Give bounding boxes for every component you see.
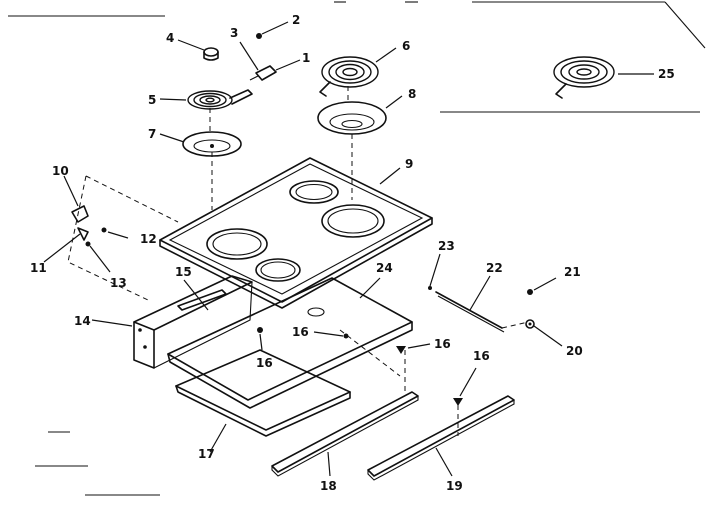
callout-17: 17 [198,447,215,461]
strip-part-15 [177,279,227,311]
bottom-panel-part-17 [175,349,351,453]
callout-12: 12 [140,232,157,246]
screw-part-23 [429,253,441,287]
callout-14: 14 [74,314,91,328]
callout-13: 13 [110,276,127,290]
callout-16-right: 16 [434,337,451,351]
screw-part-16-middle [313,331,349,339]
dash-hinge-to-screw20 [501,321,529,329]
large-surface-element-part-6 [319,47,397,97]
callout-16-left: 16 [256,356,273,370]
callout-16-lower: 16 [473,349,490,363]
main-cooktop-part-9 [159,157,433,309]
callout-2: 2 [292,13,300,27]
screw-part-16-lower [453,367,477,406]
callout-25: 25 [658,67,675,81]
callout-10: 10 [52,164,69,178]
callout-5: 5 [148,93,156,107]
callout-1: 1 [302,51,310,65]
callout-11: 11 [30,261,47,275]
callout-9: 9 [405,157,413,171]
callout-22: 22 [486,261,503,275]
callout-16-middle: 16 [292,325,309,339]
small-surface-element-part-5 [159,89,253,110]
large-drip-bowl-part-8 [317,95,403,135]
callout-21: 21 [564,265,581,279]
screw-part-2 [256,21,289,39]
screw-part-21 [527,277,557,295]
screw-part-16-right [396,343,431,354]
frame-diagonal-line [664,1,706,49]
callout-4: 4 [166,31,174,45]
hinge-rod-part-22 [428,275,505,333]
callout-6: 6 [402,39,410,53]
callout-20: 20 [566,344,583,358]
callout-23: 23 [438,239,455,253]
screw-part-13 [85,241,111,273]
dash-bracket-frame [67,175,179,301]
screw-part-12 [101,227,129,239]
dash-pan-to-rail [339,329,401,377]
callout-8: 8 [408,87,416,101]
surface-element-part-25 [553,56,654,99]
callout-18: 18 [320,479,337,493]
receptacle-part-3 [239,41,301,81]
small-drip-bowl-part-7 [159,131,242,157]
panel-part-24 [167,277,413,409]
clip-part-11 [43,227,89,263]
plug-part-4 [177,39,219,61]
bracket-part-20 [525,319,563,347]
rail-part-19 [367,395,515,481]
callout-19: 19 [446,479,463,493]
callout-7: 7 [148,127,156,141]
rail-part-18 [271,391,419,477]
callout-15: 15 [175,265,192,279]
bracket-part-10 [63,175,89,223]
callout-24: 24 [376,261,393,275]
front-trim-part-14 [91,275,253,369]
screw-part-16-left [257,327,263,351]
callout-3: 3 [230,26,238,40]
